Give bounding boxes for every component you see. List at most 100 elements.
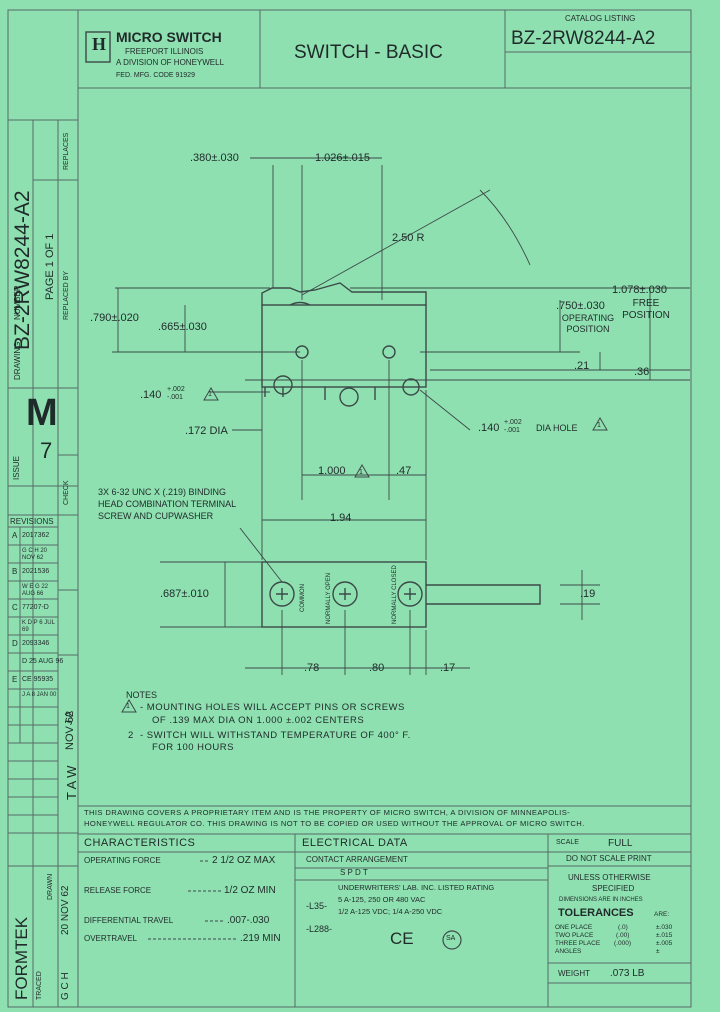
catalog-listing-label: CATALOG LISTING (565, 14, 636, 23)
logo-icon: H (92, 34, 107, 54)
notes-title: NOTES (126, 690, 158, 700)
terminal-note-line: SCREW AND CUPWASHER (98, 511, 214, 521)
note-flag: 1 (208, 391, 212, 398)
note-1-line-1: - MOUNTING HOLES WILL ACCEPT PINS OR SCR… (140, 702, 405, 713)
dim-140-right: .140 (478, 422, 500, 434)
note-2-line-2: FOR 100 HOURS (152, 742, 234, 753)
dimensions-in-inches: DIMENSIONS ARE IN INCHES (559, 897, 643, 903)
dim-750: .750±.030 (556, 300, 605, 312)
dim-1078: 1.078±.030 (612, 284, 667, 296)
do-not-scale-label: DO NOT SCALE PRINT (566, 854, 652, 863)
weight-label: WEIGHT (558, 969, 590, 978)
dim-80: .80 (369, 662, 385, 674)
check-label: CHECK (63, 480, 70, 505)
dim-687: .687±.010 (160, 588, 209, 600)
revision-row: D 25 AUG 96 (22, 658, 64, 665)
operating-position-label: OPERATING POSITION (561, 313, 615, 334)
scale-value: FULL (608, 838, 633, 849)
dim-790: .790±.020 (90, 312, 139, 324)
dia-hole-label: DIA HOLE (536, 423, 578, 433)
contact-arrangement-label: CONTACT ARRANGEMENT (306, 855, 408, 864)
note-flag: 1 (359, 469, 363, 476)
l288-mark: -L288- (306, 924, 333, 934)
switch-body-side (261, 304, 427, 388)
revisions-label: REVISIONS (10, 517, 54, 526)
drawing-label: DRAWING (13, 341, 22, 380)
dim-17: .17 (440, 662, 456, 674)
formtek-label: FORMTEK (12, 916, 31, 1000)
char-label: OPERATING FORCE (84, 856, 161, 865)
characteristics-title: CHARACTERISTICS (84, 837, 196, 849)
unless-otherwise: UNLESS OTHERWISE (568, 873, 651, 882)
switch-body-front (261, 561, 427, 628)
issue-number: 7 (40, 438, 53, 463)
dim-21: .21 (574, 360, 590, 372)
page-number: PAGE 1 OF 1 (44, 233, 56, 300)
scale-label: SCALE (556, 839, 579, 846)
dim-36: .36 (634, 366, 650, 378)
ul-rating-line: 5 A-125, 250 OR 480 VAC (338, 895, 426, 904)
specified-label: SPECIFIED (592, 884, 635, 893)
issue-label: ISSUE (12, 455, 21, 480)
dim-1000: 1.000 (318, 465, 346, 477)
drawing-number-vertical: BZ-2RW8244-A2 (11, 190, 34, 350)
drawn-date: 20 NOV 62 (60, 885, 71, 935)
issue-letter: M (26, 392, 58, 434)
revision-row: K D P 6 JUL 69 (22, 620, 55, 633)
char-value: .007-.030 (227, 915, 270, 926)
dim-radius: 2.50 R (392, 232, 425, 244)
contact-arrangement-value: S P D T (340, 868, 368, 877)
terminal-note-line: 3X 6-32 UNC X (.219) BINDING (98, 487, 227, 497)
dim-665: .665±.030 (158, 321, 207, 333)
terminal-note-line: HEAD COMBINATION TERMINAL (98, 499, 237, 509)
revision-row: W E G 22 AUG 66 (22, 584, 49, 597)
traced-label: TRACED (36, 971, 43, 1000)
char-value: .219 MIN (240, 933, 281, 944)
dim-140-right-tolerance: +.002 -.001 (504, 419, 522, 434)
note-2-line-1: - SWITCH WILL WITHSTAND TEMPERATURE OF 4… (140, 730, 411, 741)
proprietary-line: THIS DRAWING COVERS A PROPRIETARY ITEM A… (84, 808, 571, 817)
dim-380: .380±.030 (190, 152, 239, 164)
check-initials: T A W (64, 765, 79, 800)
l35-mark: -L35- (306, 901, 328, 911)
check-date: NOV 62 (64, 710, 76, 750)
drawn-label: DRAWN (47, 873, 54, 900)
char-label: OVERTRAVEL (84, 934, 138, 943)
ce-mark-icon: CE (390, 929, 414, 948)
fed-code: FED. MFG. CODE 91929 (116, 72, 195, 79)
terminal-normally-open-label: NORMALLY OPEN (326, 572, 332, 624)
dim-19: .19 (580, 588, 596, 600)
terminal-normally-closed-label: NORMALLY CLOSED (392, 565, 398, 624)
drawing-title: SWITCH - BASIC (294, 42, 443, 63)
company-location: FREEPORT ILLINOIS (125, 47, 204, 56)
char-value: 1/2 OZ MIN (224, 885, 276, 896)
catalog-number: BZ-2RW8244-A2 (511, 28, 656, 49)
note-flag: 1 (597, 422, 601, 429)
free-position-label: FREE POSITION (622, 298, 670, 321)
dim-47: .47 (396, 465, 412, 477)
dim-194: 1.94 (330, 512, 352, 524)
replaces-label: REPLACES (63, 132, 70, 170)
dim-1026: 1.026±.015 (315, 152, 370, 164)
char-label: RELEASE FORCE (84, 886, 152, 895)
weight-value: .073 LB (610, 968, 645, 979)
dim-172-dia: .172 DIA (185, 425, 228, 437)
number-label: NUMBER (13, 285, 22, 320)
char-label: DIFFERENTIAL TRAVEL (84, 916, 174, 925)
replaced-by-label: REPLACED BY (63, 270, 70, 320)
note-flag: 1 (126, 703, 130, 710)
note-1-line-2: OF .139 MAX DIA ON 1.000 ±.002 CENTERS (152, 715, 365, 726)
company-division: A DIVISION OF HONEYWELL (116, 58, 225, 67)
tolerances-are: ARE: (654, 911, 670, 918)
drawn-by: G C H (60, 972, 71, 1000)
dim-140-left-tolerance: +.002 -.001 (167, 386, 185, 401)
revision-row: G C H 20 NOV 62 (22, 548, 48, 561)
company-name: MICRO SWITCH (116, 29, 222, 45)
